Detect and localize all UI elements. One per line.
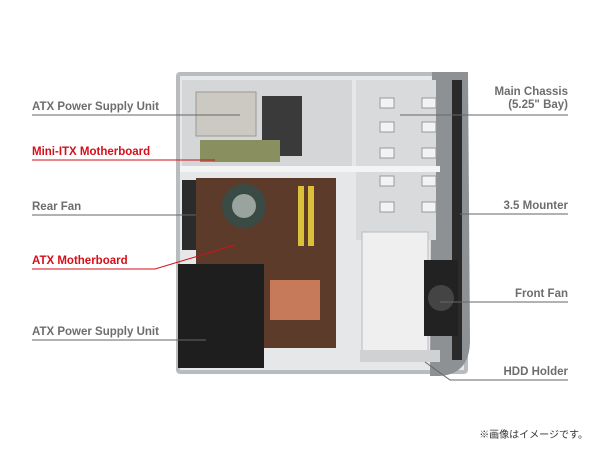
label-main-chassis: Main Chassis (5.25" Bay) (495, 86, 569, 112)
label-main-chassis-line1: Main Chassis (494, 86, 569, 98)
image-disclaimer-note: ※画像はイメージです。 (479, 430, 588, 441)
label-atx-psu-bottom: ATX Power Supply Unit (32, 326, 159, 338)
label-hdd-holder: HDD Holder (503, 366, 568, 378)
atx-psu (178, 264, 264, 368)
leader-line-red (32, 244, 236, 270)
mini-itx-board (200, 140, 280, 162)
label-front-fan: Front Fan (514, 288, 568, 300)
leader-line (424, 361, 568, 381)
label-mini-itx-motherboard: Mini-ITX Motherboard (32, 146, 151, 158)
label-atx-motherboard: ATX Motherboard (32, 255, 128, 267)
label-atx-psu-top: ATX Power Supply Unit (32, 101, 159, 113)
label-3-5-mounter: 3.5 Mounter (503, 200, 568, 212)
mini-psu (195, 91, 257, 137)
hdd-holder (361, 231, 429, 353)
label-rear-fan: Rear Fan (32, 201, 82, 213)
label-main-chassis-line2: (5.25" Bay) (508, 99, 568, 111)
